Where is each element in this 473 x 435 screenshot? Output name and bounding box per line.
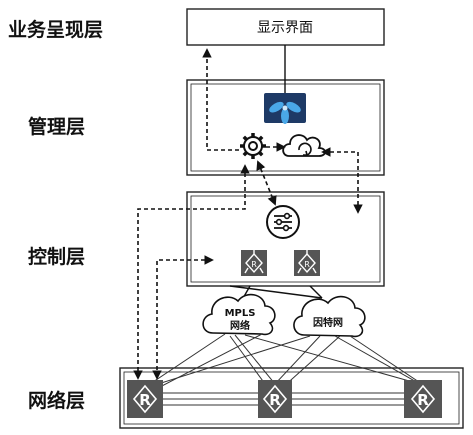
- display-box: [186, 8, 385, 46]
- internet-cloud-label: 因特网: [313, 316, 343, 329]
- control-router-right-glyph: R: [304, 260, 310, 269]
- router-icon-middle: R: [258, 380, 292, 418]
- internet-cloud: 因特网: [293, 295, 366, 338]
- router-icon-right: R: [404, 380, 442, 418]
- display-box-label: 显示界面: [257, 20, 313, 36]
- gear-icon: [240, 133, 266, 159]
- router-icon-left: R: [127, 380, 163, 418]
- router-left-glyph: R: [139, 391, 151, 409]
- mpls-cloud-label-1: MPLS: [225, 308, 256, 319]
- arrow-management-to-network: [133, 164, 250, 380]
- arrow-cloud-to-control: [321, 147, 363, 214]
- control-router-icon-right: R: [294, 250, 320, 276]
- mpls-cloud: MPLS 网络: [202, 293, 276, 336]
- layer-label-management: 管理层: [28, 115, 85, 138]
- control-router-icon-left: R: [241, 250, 267, 276]
- router-right-glyph: R: [417, 391, 429, 409]
- arrow-gear-to-display: [202, 48, 239, 151]
- router-middle-glyph: R: [269, 391, 281, 409]
- layer-label-control: 控制层: [28, 245, 85, 268]
- controller-icon: [266, 205, 300, 239]
- control-router-left-glyph: R: [251, 260, 257, 269]
- arrow-control-to-network: [152, 255, 214, 380]
- control-to-internet-line: [309, 285, 323, 299]
- layer-label-service: 业务呈现层: [8, 18, 103, 41]
- app-icon: [264, 93, 306, 124]
- layer-label-network: 网络层: [28, 389, 85, 412]
- router-links: [163, 392, 404, 406]
- mpls-cloud-label-2: 网络: [230, 319, 250, 332]
- arrow-gear-to-controller: [256, 160, 277, 206]
